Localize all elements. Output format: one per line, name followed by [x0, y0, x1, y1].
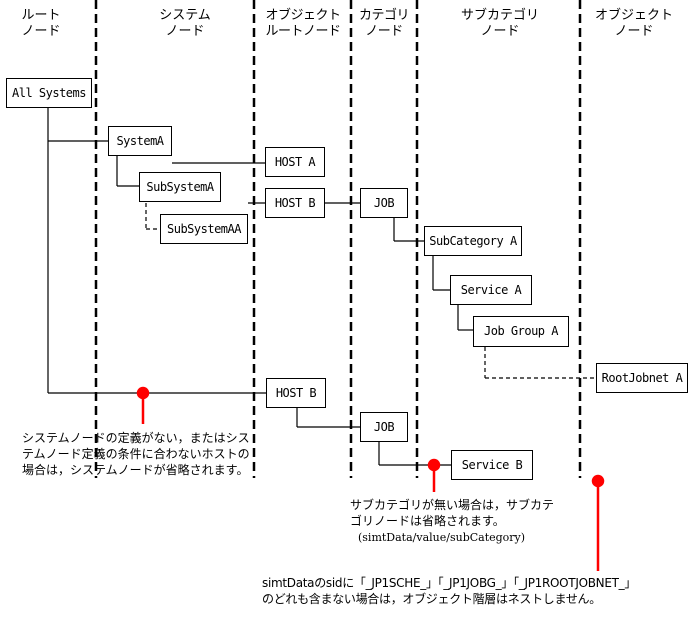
note-object-no-nest: simtDataのsidに「_JP1SCHE_」「_JP1JOBG_」「_JP1… — [262, 576, 637, 606]
node-subcategory-a: SubCategory A — [424, 226, 522, 256]
node-host-b-2: HOST B — [266, 378, 326, 408]
node-all-systems: All Systems — [6, 78, 92, 108]
header-object-root-node: オブジェクト ルートノード — [265, 8, 341, 39]
header-root-node: ルート ノード — [21, 8, 61, 39]
node-host-a: HOST A — [265, 147, 325, 177]
node-service-a: Service A — [450, 275, 532, 305]
header-object-node: オブジェクト ノード — [594, 8, 673, 39]
node-rootjobnet-a: RootJobnet A — [596, 363, 688, 393]
node-host-b: HOST B — [265, 188, 325, 218]
header-system-node: システム ノード — [159, 8, 211, 39]
node-system-a: SystemA — [108, 126, 172, 156]
node-job-2: JOB — [360, 412, 408, 442]
note-subcategory-path: (simtData/value/subCategory) — [358, 531, 526, 544]
node-service-b: Service B — [451, 450, 533, 480]
header-category-node: カテゴリ ノード — [358, 8, 410, 39]
node-subsystem-aa: SubSystemAA — [160, 214, 248, 244]
note-system-omit: システムノードの定義がない，またはシス テムノード定義の条件に合わないホストの … — [22, 431, 250, 477]
header-subcategory-node: サブカテゴリ ノード — [460, 8, 539, 39]
node-job-group-a: Job Group A — [473, 316, 569, 347]
node-job: JOB — [360, 188, 408, 218]
node-subsystem-a: SubSystemA — [139, 172, 221, 202]
note-subcategory-omit: サブカテゴリが無い場合は，サブカテ ゴリノードは省略されます。 — [350, 498, 555, 528]
